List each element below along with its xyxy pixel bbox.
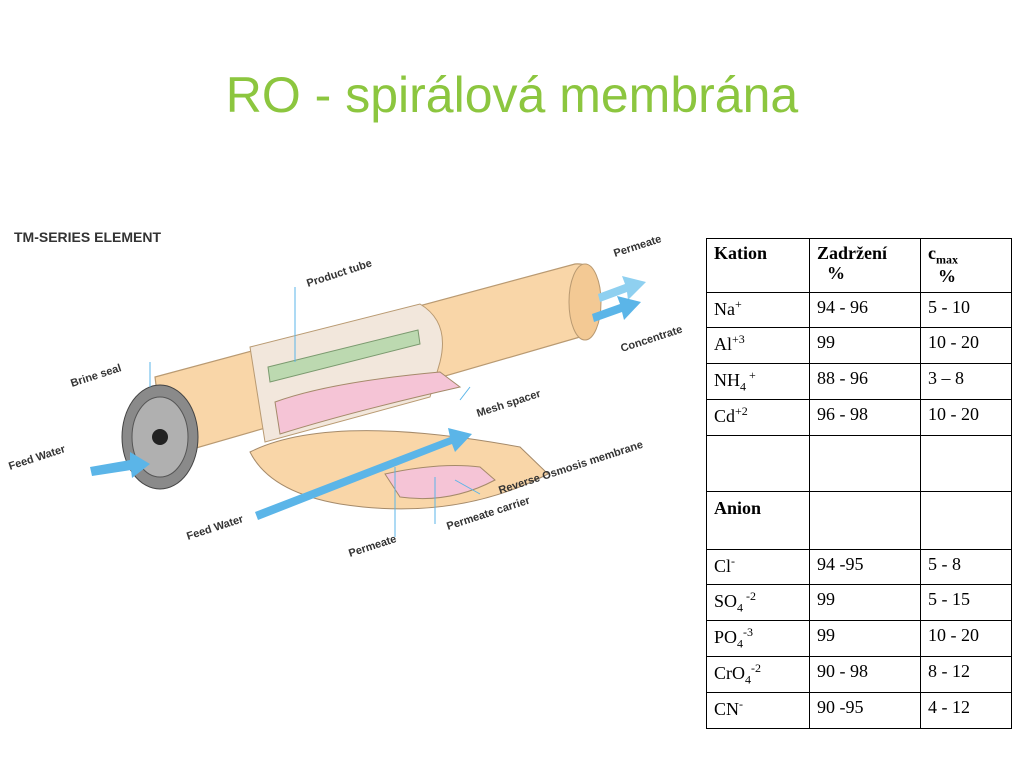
label-concentrate: Concentrate (619, 324, 684, 355)
cmax-cell: 5 - 15 (920, 584, 1012, 622)
ion-symbol: PO (714, 627, 738, 648)
ion-charge: + (746, 368, 756, 383)
ion-charge: +2 (735, 403, 748, 418)
ion-charge: +3 (732, 332, 745, 347)
ion-charge: - (731, 553, 736, 568)
ion-name-cell: CN- (706, 691, 810, 729)
cmax-cell: 10 - 20 (920, 398, 1012, 436)
ion-symbol: NH (714, 370, 740, 391)
retention-cell: 90 -95 (809, 691, 921, 729)
vessel-right-cap (568, 263, 602, 341)
ion-symbol: Cl (714, 555, 732, 576)
permeate-arrow-out (598, 276, 646, 302)
header-cmax-sub: max (936, 252, 958, 267)
retention-cell: 96 - 98 (809, 398, 921, 436)
ion-name-cell: Al+3 (706, 327, 810, 365)
ion-name-cell: Cd+2 (706, 398, 810, 436)
ion-name-cell: PO4-3 (706, 620, 810, 658)
ion-symbol: CrO (714, 663, 745, 684)
header-cmax: cmax % (920, 238, 1012, 293)
cmax-cell (920, 490, 1012, 550)
header-cmax-unit: % (938, 265, 956, 286)
label-permeate-bottom: Permeate (347, 533, 398, 560)
header-kation: Kation (706, 238, 810, 293)
cmax-cell: 10 - 20 (920, 327, 1012, 365)
retention-cell: 99 (809, 584, 921, 622)
mesh-spacer-layer (274, 371, 462, 435)
ion-name-cell: Cl- (706, 548, 810, 586)
ion-charge: - (739, 696, 744, 711)
ion-name-cell: Na+ (706, 291, 810, 329)
ion-name-cell (706, 434, 810, 492)
ion-charge: -2 (743, 589, 757, 604)
retention-cell: 94 - 96 (809, 291, 921, 329)
cmax-cell: 10 - 20 (920, 620, 1012, 658)
header-retention: Zadržení % (809, 238, 921, 293)
ion-symbol: Anion (714, 497, 762, 518)
retention-cell (809, 434, 921, 492)
ion-subscript: 4 (740, 379, 746, 394)
label-feed-water-bottom: Feed Water (185, 513, 245, 543)
concentrate-arrow-out (592, 296, 641, 322)
table-header-row: Kation Zadržení % cmax % (706, 238, 1012, 293)
ion-subscript: 4 (737, 601, 744, 616)
retention-cell: 99 (809, 620, 921, 658)
ion-name-cell: NH4 + (706, 363, 810, 400)
cmax-cell (920, 434, 1012, 492)
ion-symbol: Na (714, 298, 735, 319)
table-row: Anion (706, 490, 1012, 550)
ion-subscript: 4 (737, 636, 744, 651)
retention-cell (809, 490, 921, 550)
ion-name-cell: CrO4-2 (706, 656, 810, 693)
retention-cell: 88 - 96 (809, 363, 921, 400)
ion-charge: -3 (743, 625, 754, 640)
cmax-cell: 5 - 10 (920, 291, 1012, 329)
ro-element-diagram: TM-SERIES ELEMENT Permeate Concentrate P… (7, 229, 684, 560)
product-tube-section (267, 329, 421, 383)
header-retention-unit: % (827, 262, 845, 283)
header-cmax-label: c (928, 243, 936, 263)
ion-charge: + (735, 296, 742, 311)
ion-symbol: CN (714, 698, 740, 719)
ro-membrane-sheet (384, 465, 496, 500)
retention-cell: 90 - 98 (809, 656, 921, 693)
label-permeate-out: Permeate (612, 233, 663, 260)
cmax-cell: 8 - 12 (920, 656, 1012, 693)
retention-cell: 94 -95 (809, 548, 921, 586)
label-feed-water-left: Feed Water (7, 443, 67, 473)
ion-symbol: Al (714, 334, 732, 355)
ion-charge: -2 (751, 661, 761, 676)
feed-water-arrow-bottom (255, 428, 472, 520)
label-mesh-spacer: Mesh spacer (475, 388, 543, 420)
leader-lines (149, 287, 481, 537)
cmax-cell: 5 - 8 (920, 548, 1012, 586)
ion-name-cell: SO4 -2 (706, 584, 810, 622)
ion-name-cell: Anion (706, 490, 810, 550)
end-cap-hub (152, 429, 168, 445)
label-product-tube: Product tube (305, 257, 373, 289)
ion-symbol: SO (714, 591, 738, 612)
slide-title: RO - spirálová membrána (225, 67, 799, 123)
table-row (706, 434, 1012, 492)
header-retention-label: Zadržení (817, 243, 887, 263)
label-brine-seal: Brine seal (69, 362, 123, 390)
retention-cell: 99 (809, 327, 921, 365)
ion-subscript: 4 (745, 672, 751, 687)
feed-water-arrow-left (90, 452, 150, 478)
cmax-cell: 3 – 8 (920, 363, 1012, 400)
diagram-heading: TM-SERIES ELEMENT (14, 229, 161, 245)
ion-symbol: Cd (714, 405, 736, 426)
cmax-cell: 4 - 12 (920, 691, 1012, 729)
